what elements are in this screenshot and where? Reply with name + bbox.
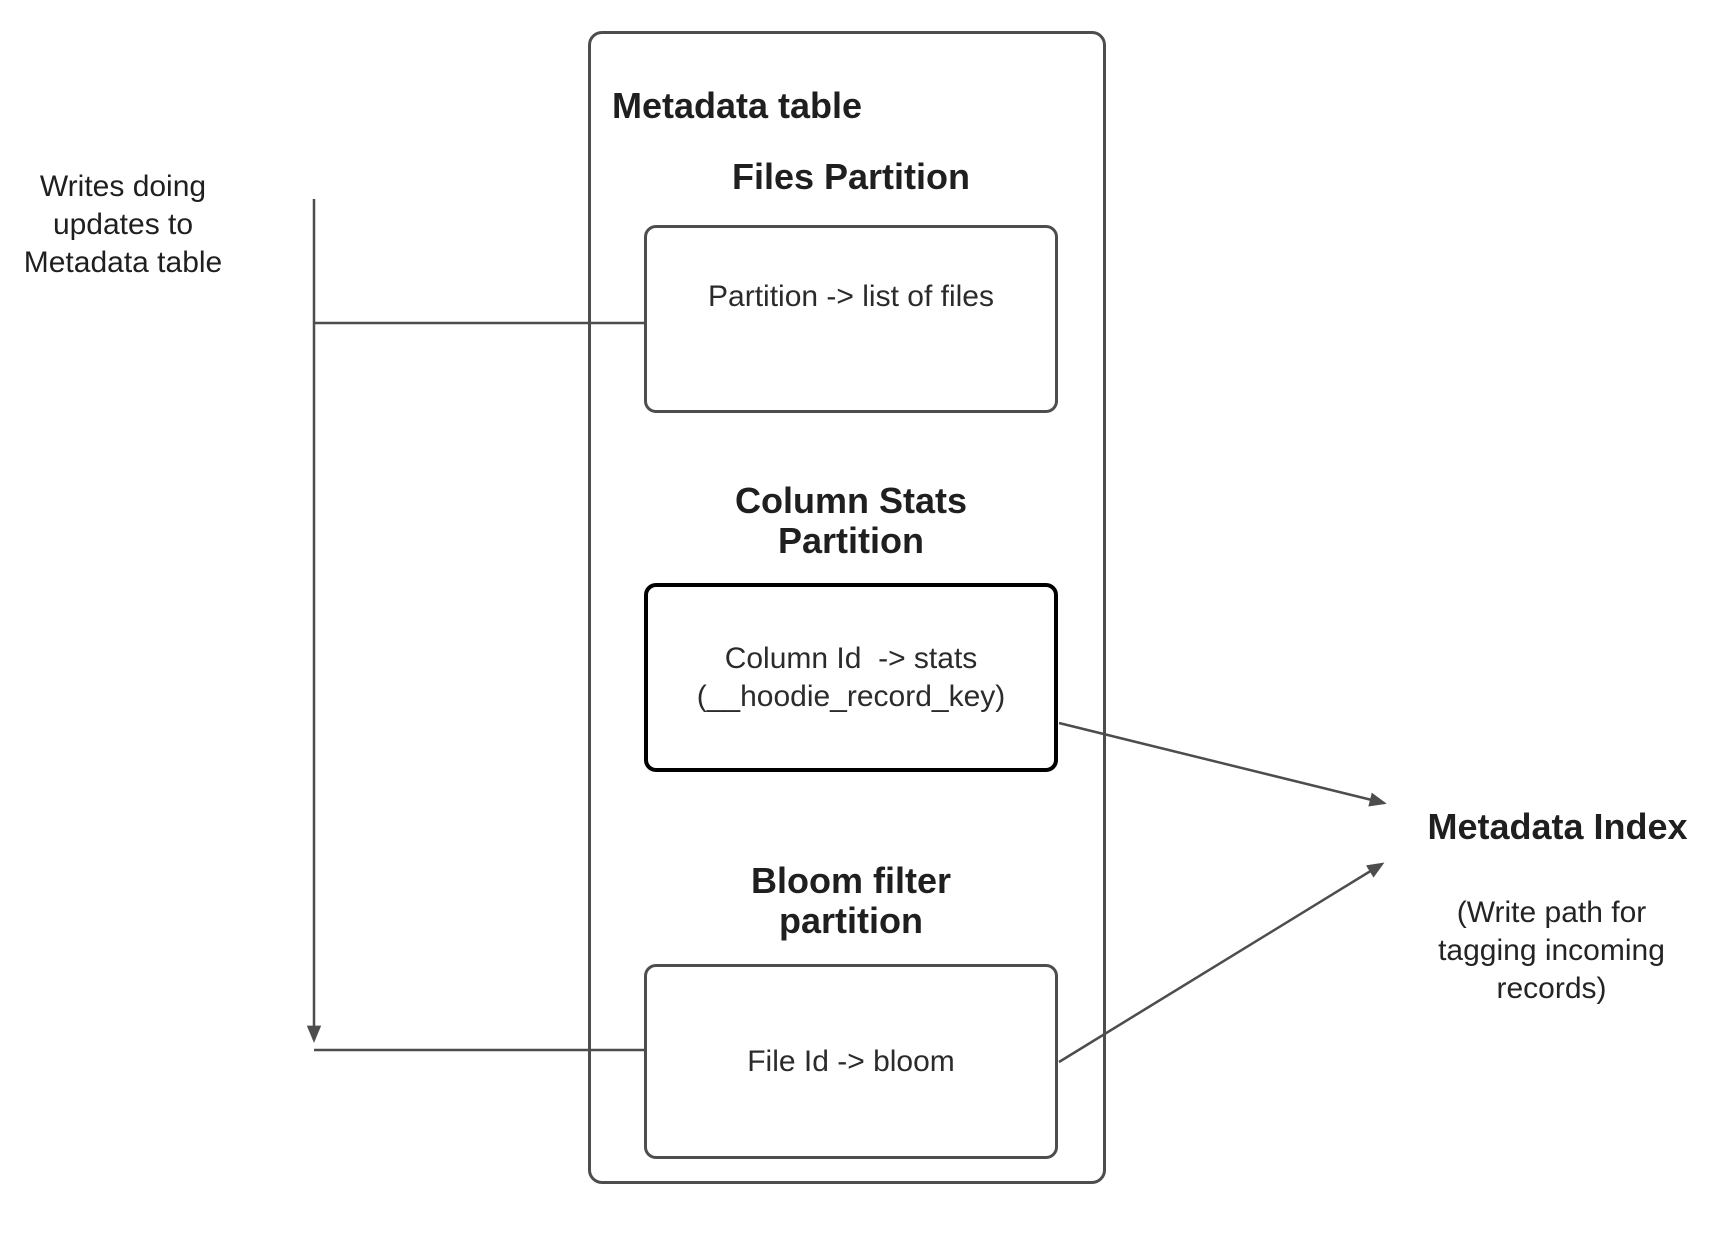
writes-note: Writes doing updates to Metadata table [23, 170, 223, 279]
arrow-column-stats-to-metadata-index [1058, 721, 1387, 807]
files-partition-box: Partition -> list of files [644, 225, 1058, 413]
column-stats-partition-box: Column Id -> stats (__hoodie_record_key) [644, 583, 1058, 772]
bloom-filter-partition-box: File Id -> bloom [644, 964, 1058, 1159]
bloom-filter-partition-label: File Id -> bloom [747, 1044, 955, 1078]
metadata-index-title: Metadata Index [1427, 806, 1688, 847]
files-partition-header: Files Partition [731, 156, 971, 197]
column-stats-partition-label: Column Id -> stats (__hoodie_record_key) [696, 641, 1006, 713]
column-stats-partition-header: Column Stats Partition [734, 480, 967, 561]
metadata-table-title: Metadata table [612, 85, 863, 126]
arrow-bloom-to-metadata-index [1058, 862, 1385, 1064]
files-partition-label: Partition -> list of files [708, 280, 994, 313]
metadata-index-note: (Write path for tagging incoming records… [1438, 896, 1665, 1005]
bloom-filter-partition-header: Bloom filter partition [750, 860, 951, 941]
metadata-table-container [588, 31, 1106, 1184]
